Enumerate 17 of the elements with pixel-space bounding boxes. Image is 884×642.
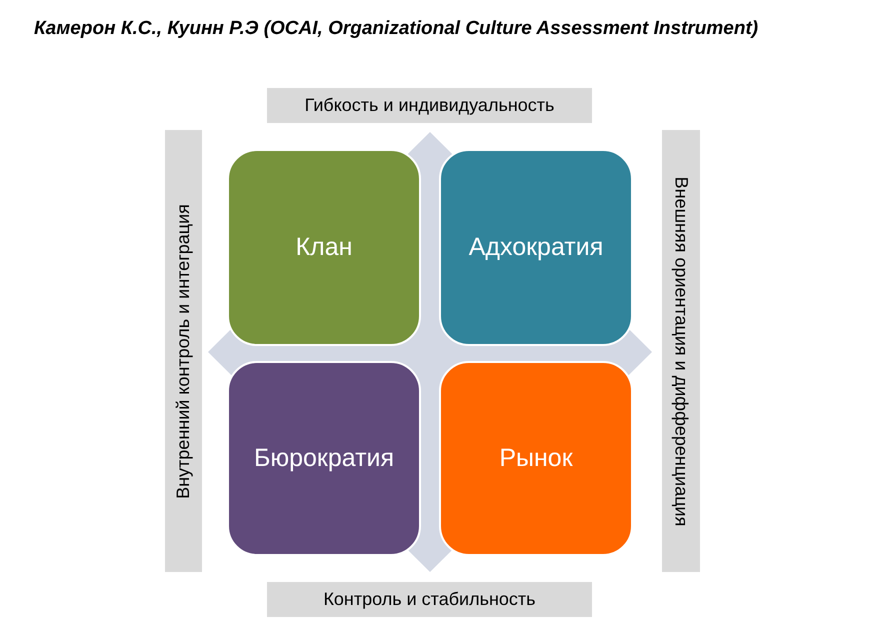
axis-label-band [662, 130, 700, 572]
culture-quadrant [439, 149, 633, 346]
quadrant-label: Бюрократия [254, 444, 394, 473]
culture-quadrant [227, 361, 421, 556]
title: Камерон К.С., Куинн Р.Э (OCAI, Organizational Culture Assessment Instrument) [34, 18, 758, 40]
axis-label: Контроль и стабильность [323, 589, 536, 610]
quadrant-label: Адхократия [468, 233, 604, 262]
axis-label: Внешняя ориентация и дифференциация [670, 176, 692, 526]
quadrant-label: Рынок [499, 444, 573, 473]
quadrant-label: Клан [296, 233, 352, 262]
axis-label-band [267, 88, 592, 123]
axis-label-band [165, 130, 202, 572]
axis-label: Внутренний контроль и интеграция [173, 204, 194, 498]
culture-quadrant [227, 149, 421, 346]
culture-quadrant [439, 361, 633, 556]
axis-label: Гибкость и индивидуальность [304, 95, 554, 116]
axis-label-band [267, 582, 592, 617]
